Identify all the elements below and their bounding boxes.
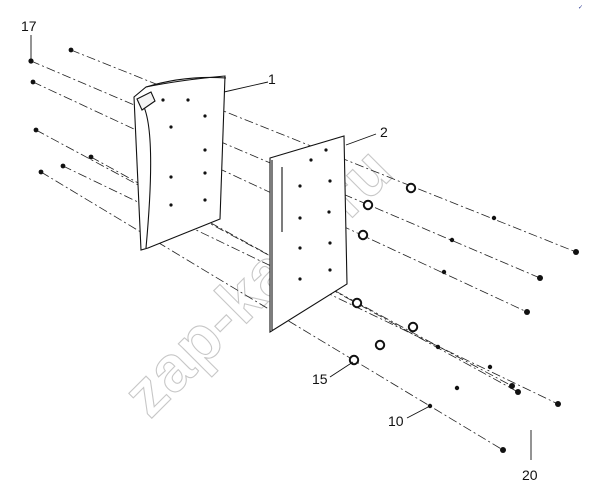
hole xyxy=(327,210,331,214)
hole xyxy=(298,246,302,250)
washer-icon xyxy=(357,229,369,241)
axis-line xyxy=(70,49,577,253)
nut xyxy=(555,401,561,407)
axis-line xyxy=(40,171,504,451)
bolt-end xyxy=(33,127,39,133)
leader-1 xyxy=(223,81,269,93)
fastener-dot xyxy=(487,364,493,370)
leader-lines xyxy=(30,35,532,460)
leader-2 xyxy=(345,133,377,146)
washer-icon xyxy=(348,354,360,366)
washer-icon xyxy=(351,297,363,309)
fastener-dot xyxy=(435,344,441,350)
bolt-end xyxy=(68,47,74,53)
callout-2: 2 xyxy=(380,124,388,140)
washer-icon xyxy=(362,199,374,211)
hole xyxy=(298,216,302,220)
fastener-dot xyxy=(441,269,447,275)
flap-bend xyxy=(141,102,152,249)
hole xyxy=(298,277,302,281)
nut xyxy=(515,389,521,395)
hole xyxy=(169,203,173,207)
hole xyxy=(169,175,173,179)
bolt-end xyxy=(28,58,34,64)
bolt-end xyxy=(30,79,36,85)
flap-hinge xyxy=(136,91,156,111)
callout-1: 1 xyxy=(268,71,276,87)
leader-10 xyxy=(406,405,431,419)
callouts: 17 1 2 15 10 20 xyxy=(21,18,538,483)
washer-icon xyxy=(407,321,419,333)
bolt-end xyxy=(88,154,94,160)
bolt-end xyxy=(60,163,66,169)
hole xyxy=(328,179,332,183)
flap-top-edge xyxy=(145,76,227,88)
washer-icon xyxy=(405,182,417,194)
fastener-dot xyxy=(491,215,497,221)
hole xyxy=(203,198,207,202)
nut xyxy=(524,309,530,315)
part-1-flap xyxy=(133,75,227,251)
nut xyxy=(500,447,506,453)
hole xyxy=(203,171,207,175)
bolt-end xyxy=(38,169,44,175)
plate-body xyxy=(269,135,348,333)
hole xyxy=(328,268,332,272)
hole xyxy=(161,98,165,102)
callout-20: 20 xyxy=(522,467,538,483)
nut xyxy=(509,383,515,389)
callout-15: 15 xyxy=(312,371,328,387)
hole xyxy=(186,98,190,102)
nut xyxy=(573,249,579,255)
callout-10: 10 xyxy=(388,413,404,429)
callout-17: 17 xyxy=(21,18,37,34)
hole xyxy=(169,125,173,129)
hole xyxy=(328,241,332,245)
hole xyxy=(203,114,207,118)
leader-15 xyxy=(329,361,354,378)
hole xyxy=(324,148,328,152)
part-2-plate xyxy=(269,135,348,333)
washers xyxy=(348,182,419,366)
fastener-dot xyxy=(454,385,460,391)
nut xyxy=(537,275,543,281)
hole xyxy=(298,184,302,188)
washer-icon xyxy=(374,339,386,351)
fastener-dot xyxy=(449,237,455,243)
hole xyxy=(309,158,313,162)
corner-mark: ✓ xyxy=(578,4,583,11)
hole xyxy=(203,148,207,152)
fasteners xyxy=(28,47,579,453)
